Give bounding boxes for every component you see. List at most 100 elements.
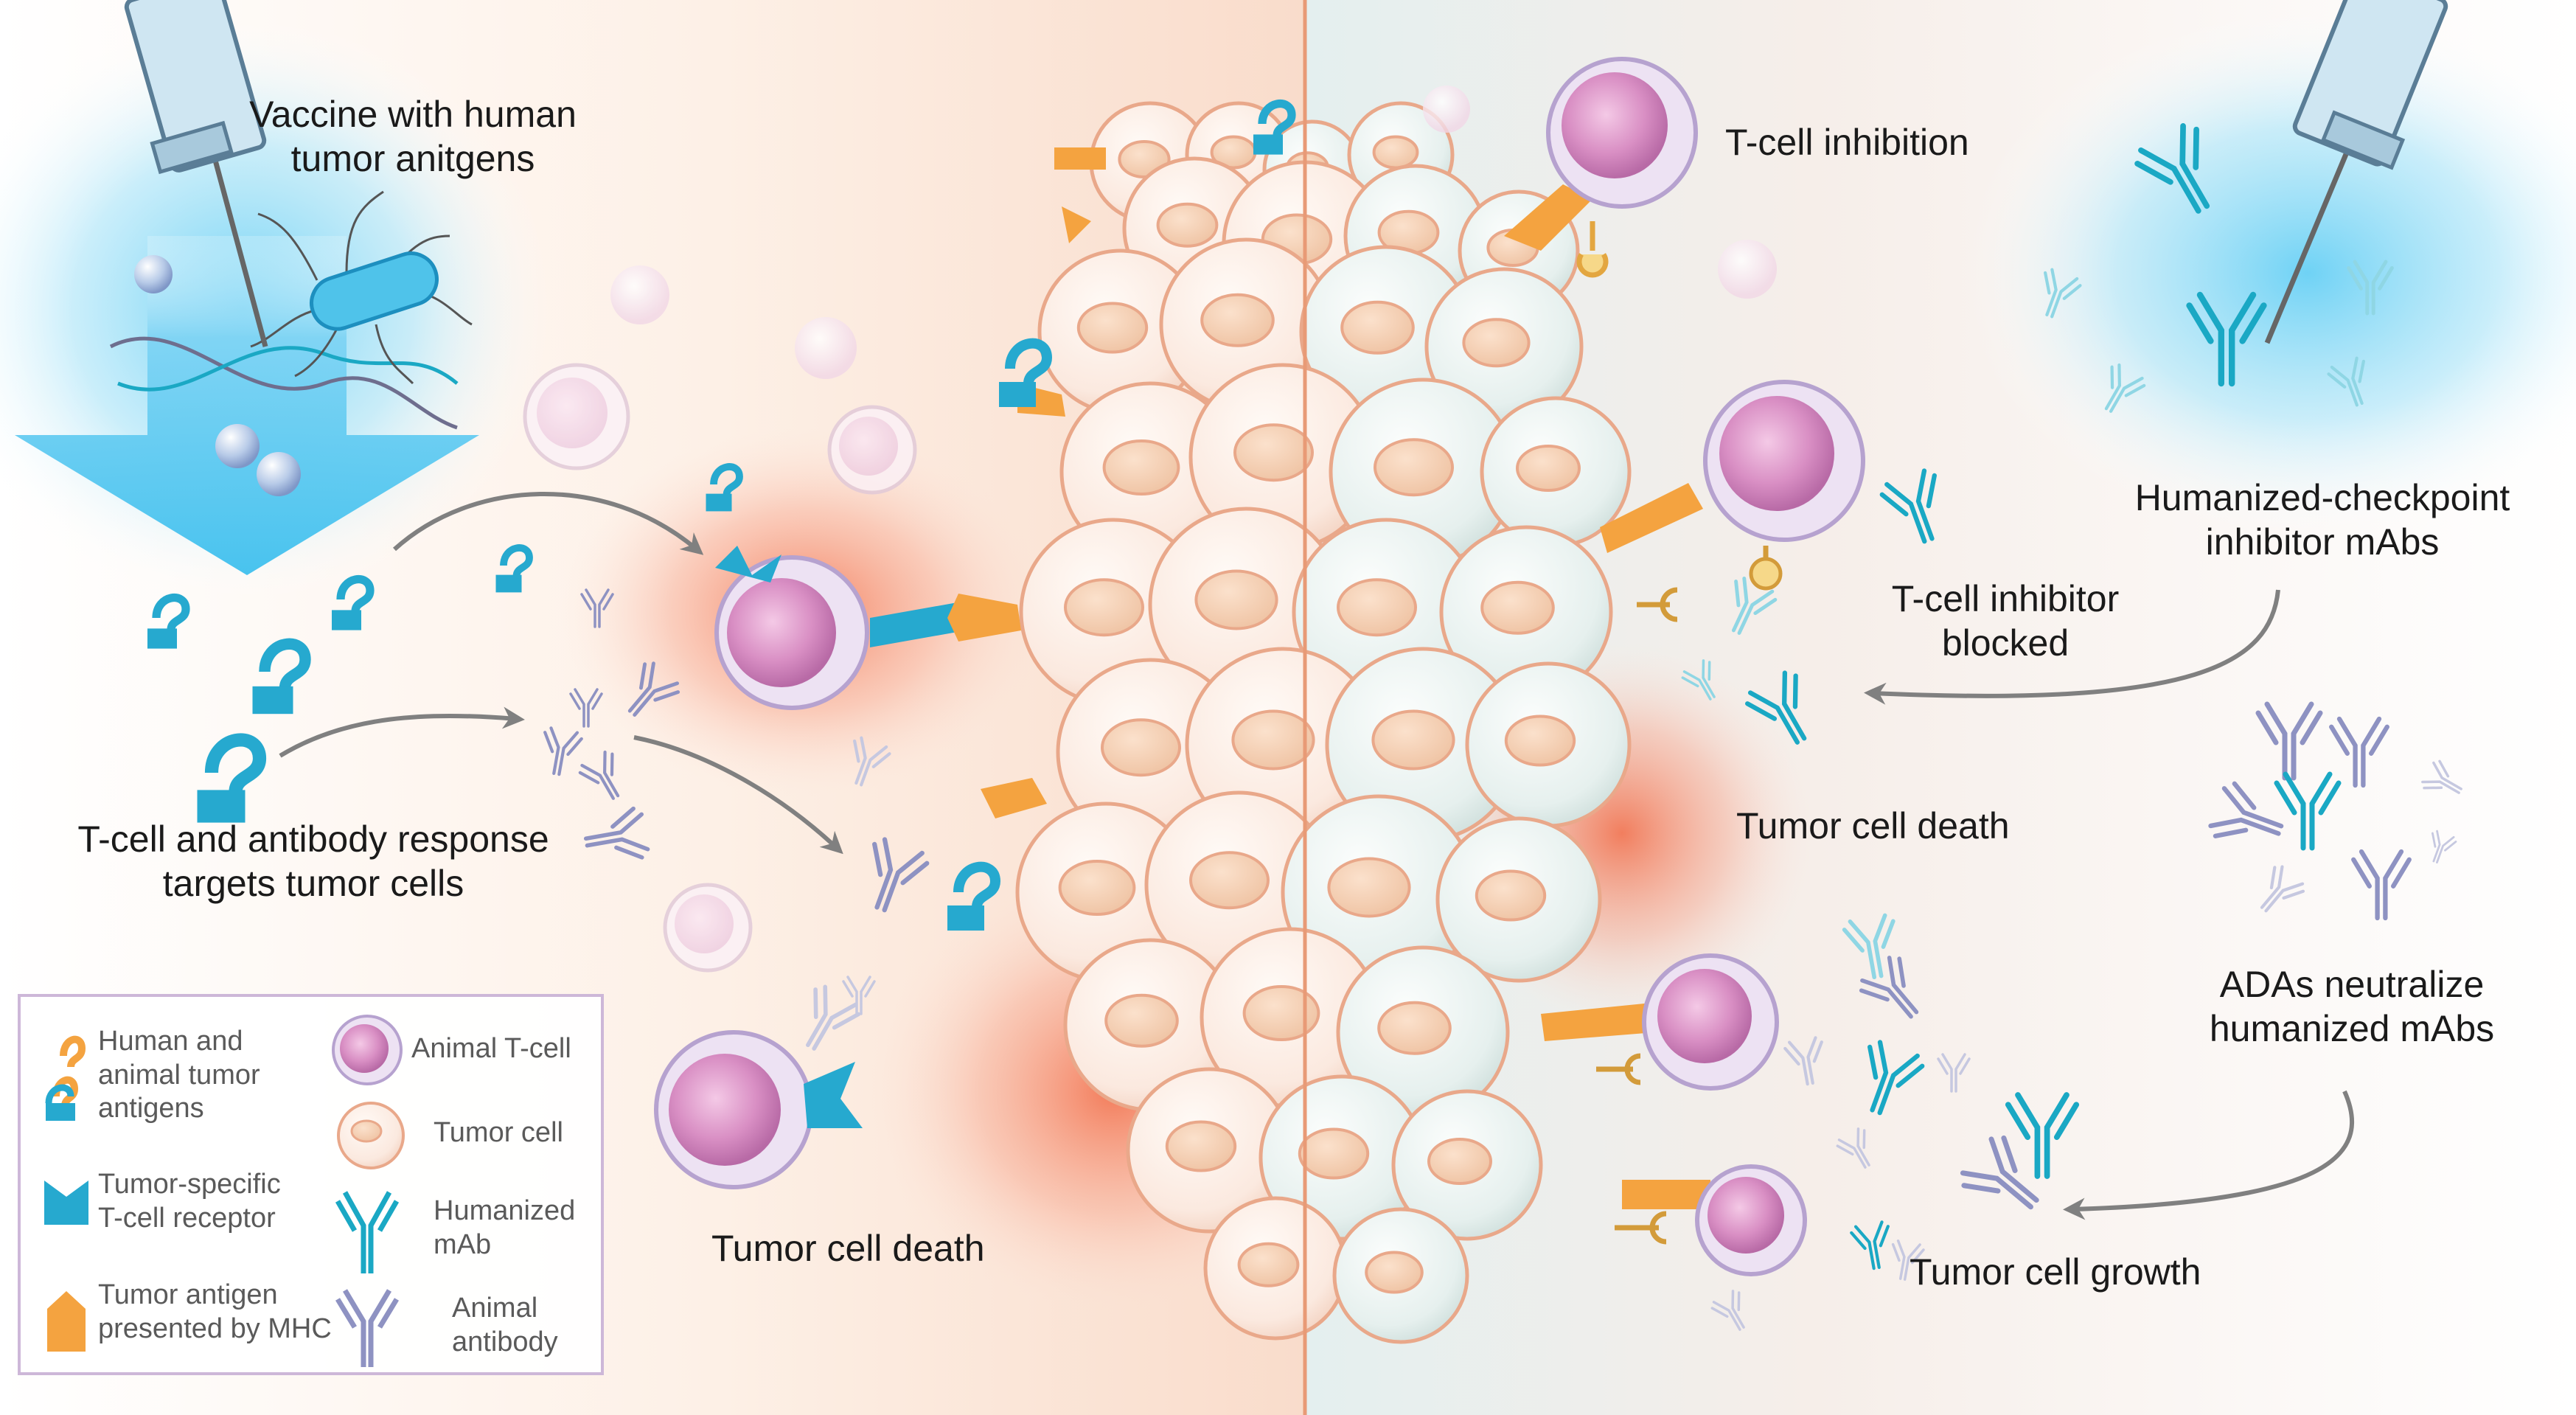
animal-antibody-icon: [1937, 1053, 1971, 1093]
animal-antibody-icon: [1859, 956, 1919, 1019]
tumor-mass: [1015, 101, 1632, 1344]
dna-strand-icon: [109, 336, 458, 430]
tumor-cell-icon: [1037, 248, 1204, 415]
tumor-cell-icon: [1126, 1067, 1292, 1234]
mhc-antigen-icon: [870, 147, 1106, 818]
animal-antibody-icon: [627, 661, 680, 717]
tumor-cell-icon: [1480, 396, 1632, 548]
humanized-mab-icon: [2134, 123, 2210, 214]
arrow-ada-to-growth: [2063, 1090, 2355, 1220]
vaccine-bead-icon: [257, 452, 301, 496]
floating-antigens: [147, 100, 1296, 931]
humanized-mab-icon: [2044, 268, 2082, 319]
label-tcell-inhibition: T-cell inhibition: [1725, 122, 1969, 163]
tumor-antigen-icon: [147, 594, 190, 649]
legend-label-tumor-cell: Tumor cell: [434, 1117, 563, 1148]
animal-tcell-icon: [654, 1030, 863, 1189]
tumor-antigen-icon: [999, 338, 1053, 407]
animal-antibody-icon: [2431, 830, 2457, 864]
label-tcell-response: T-cell and antibody response targets tum…: [77, 818, 549, 904]
vaccine-bead-icon: [134, 255, 173, 293]
humanized-mab-icon: [1681, 659, 1716, 700]
tumor-cell-icon: [1200, 927, 1381, 1108]
mhc-antigen-icon: [47, 1291, 86, 1352]
tumor-antigen-icon: [1253, 100, 1296, 155]
checkpoint-connector-icon: [1504, 184, 1783, 1245]
tumor-cell-icon: [1329, 378, 1517, 566]
tumor-cell-icon: [1063, 938, 1237, 1112]
arrow-to-tumor: [633, 735, 843, 855]
arrow-to-tcell: [392, 491, 704, 555]
tumor-cell-icon: [1325, 647, 1521, 843]
humanized-mab-icon: [1745, 670, 1807, 745]
animal-antibody-icon: [2329, 716, 2389, 788]
animal-antibody-icon: [578, 750, 620, 800]
animal-antibody-icon: [806, 984, 861, 1051]
animal-antibody-icon: [335, 1289, 399, 1367]
humanized-mab-icon: [335, 1191, 400, 1273]
humanized-mab-icon: [1731, 576, 1778, 635]
legend-label-mhc: Tumor antigen presented by MHC: [98, 1279, 332, 1344]
animal-tcell-icon: [1695, 1164, 1807, 1276]
animal-antibody-icon: [2208, 781, 2284, 838]
animal-antibody-icon: [2255, 701, 2323, 781]
label-growth: Tumor cell growth: [1910, 1251, 2201, 1293]
animal-antibody-icon: [2421, 759, 2462, 794]
tumor-antigen-icon: [706, 463, 743, 512]
animal-tcell-icon: [1546, 57, 1698, 209]
humanized-mab-icon: [2104, 363, 2146, 413]
label-checkpoint-mabs: Humanized-checkpoint inhibitor mAbs: [2134, 477, 2510, 563]
animal-tcell-icon: [1703, 380, 1865, 542]
animal-antibody-icon: [543, 726, 583, 776]
bacterium-icon: [250, 190, 473, 385]
legend-label-antigens: Human and animal tumor antigens: [98, 1026, 260, 1124]
tumor-cell-icon: [1203, 1196, 1348, 1341]
animal-antibody-icon: [1783, 1036, 1823, 1086]
label-inhibitor-blocked: T-cell inhibitor blocked: [1891, 578, 2120, 664]
tumor-antigen-icon: [45, 1035, 86, 1121]
dna-strand-icon: [117, 346, 459, 392]
animal-antibody-icon: [872, 837, 930, 913]
tumor-cell-icon: [1391, 1089, 1543, 1241]
tcell-receptor-icon: [44, 1181, 88, 1225]
tumor-cell-icon: [1332, 1207, 1469, 1344]
flow-arrows: [279, 491, 2355, 1220]
arrow-to-antibodies: [279, 706, 525, 758]
humanized-mab-icon: [1850, 1220, 1890, 1270]
legend-label-antibody: Animal antibody: [452, 1293, 558, 1357]
animal-tcell-icon: [1642, 953, 1779, 1091]
animal-antibody-icon: [2260, 865, 2305, 913]
humanized-mab-icon: [2347, 260, 2394, 316]
animal-antibody-icon: [1960, 1135, 2039, 1210]
humanized-mab-icon: [1867, 1040, 1925, 1116]
tumor-antigen-icon: [495, 544, 533, 593]
humanized-mab-icon: [1842, 913, 1896, 980]
left-syringe-icon: [124, 0, 268, 347]
label-death-left: Tumor cell death: [711, 1228, 985, 1269]
tumor-cell-icon: [1439, 525, 1613, 699]
right-syringe-icon: [2264, 0, 2448, 344]
faded-tcell-icon: [523, 86, 1777, 973]
humanized-mab-icon: [1879, 468, 1937, 544]
label-vaccine: Vaccine with human tumor anitgens: [249, 94, 577, 179]
tumor-antigen-icon: [197, 733, 267, 823]
legend-label-tcell: Animal T-cell: [411, 1033, 571, 1064]
tumor-cell-icon: [1435, 816, 1602, 983]
vaccine-down-arrow: [15, 236, 479, 575]
animal-antibody-icon: [842, 976, 876, 1015]
humanized-mab-icon: [2327, 356, 2365, 407]
tumor-antigen-icon: [332, 575, 375, 630]
tumor-cell-icon: [1424, 267, 1584, 426]
humanized-mab-icon: [2274, 771, 2342, 851]
arrow-checkpoint-to-blocked: [1864, 589, 2280, 705]
animal-antibody-icon: [1710, 1290, 1745, 1331]
tumor-cell-icon: [1015, 802, 1197, 983]
tumor-cell-icon: [1336, 945, 1510, 1119]
tumor-cell-icon: [337, 1102, 405, 1169]
tumor-antigen-icon: [947, 861, 1001, 931]
legend: Human and animal tumor antigens Animal T…: [18, 994, 604, 1375]
animal-antibody-icon: [569, 688, 603, 728]
legend-label-receptor: Tumor-specific T-cell receptor: [98, 1169, 281, 1234]
antibodies: [543, 123, 2462, 1331]
